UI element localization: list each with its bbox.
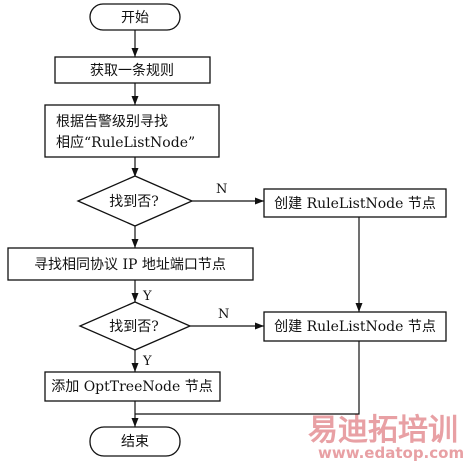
find-same-endpoint-process: 寻找相同协议 IP 地址端口节点 [7,247,254,281]
edge-label-no-1: N [216,182,227,197]
watermark: 易迪拓培训 www.edatop.com [308,413,463,462]
watermark-url: www.edatop.com [318,444,463,462]
get-rule-process: 获取一条规则 [54,56,211,84]
decision-found-1: 找到否? [76,175,194,227]
end-label: 结束 [121,434,149,450]
find-same-label: 寻找相同协议 IP 地址端口节点 [34,257,226,273]
create-rule-list-node-1: 创建 RuleListNode 节点 [263,188,447,218]
create-rule-list-node-2: 创建 RuleListNode 节点 [263,311,447,342]
get-rule-label: 获取一条规则 [90,62,174,79]
decision-found-1-label: 找到否? [109,194,159,210]
start-label: 开始 [121,10,149,26]
decision-found-2: 找到否? [78,301,192,351]
create1-label: 创建 RuleListNode 节点 [274,196,436,212]
edge-label-no-2: N [218,307,229,322]
edge-label-yes-2: Y [142,354,152,369]
edge-create2-merge [135,341,360,415]
decision-found-2-label: 找到否? [109,319,159,335]
edge-label-yes-1: Y [142,289,152,304]
add-opt-tree-node-process: 添加 OptTreeNode 节点 [44,371,221,402]
watermark-brand: 易迪拓培训 [308,413,458,448]
add-opt-label: 添加 OptTreeNode 节点 [51,379,213,395]
find-node-label-line1: 根据告警级别寻找 [56,114,168,130]
find-rule-list-node-process: 根据告警级别寻找 相应“RuleListNode” [44,104,220,158]
create2-label: 创建 RuleListNode 节点 [274,319,436,335]
end-terminal: 结束 [89,426,181,457]
start-terminal: 开始 [89,3,181,31]
connectors [131,30,363,427]
find-node-label-line2: 相应“RuleListNode” [56,134,195,151]
